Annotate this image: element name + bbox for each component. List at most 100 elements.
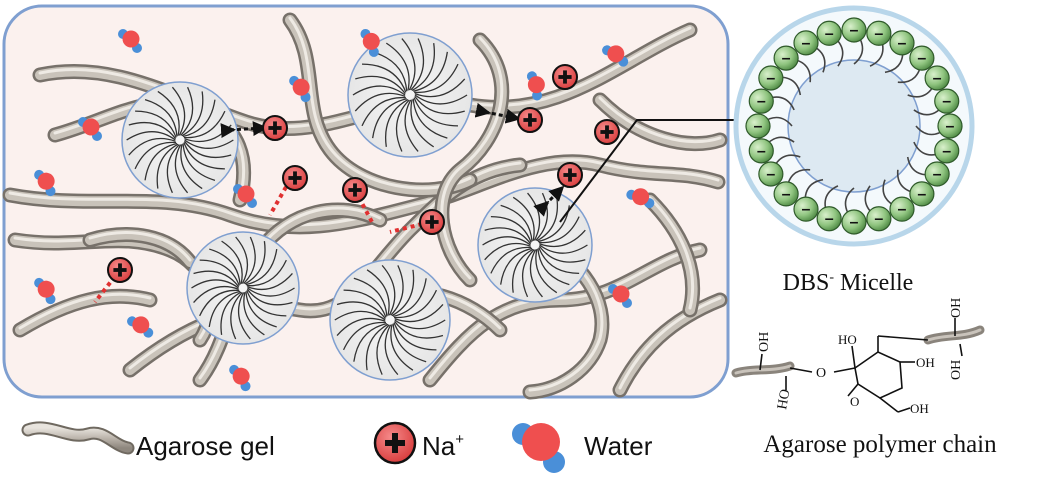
sodium-ion xyxy=(262,115,288,141)
legend-water-icon xyxy=(512,423,565,473)
polymer-o-link: O xyxy=(816,366,826,381)
surfactant-head: – xyxy=(841,17,867,43)
sodium-ions xyxy=(107,64,620,283)
ionic-bond xyxy=(268,179,292,216)
polymer-caption: Agarose polymer chain xyxy=(763,431,997,458)
surfactant-head: – xyxy=(773,181,799,207)
agarose-fiber-highlight xyxy=(88,231,192,262)
polymer-oh-1: OH xyxy=(757,332,772,352)
negative-charge: – xyxy=(782,50,791,67)
surfactant-head: – xyxy=(937,113,963,139)
polymer-chain-structure: OH HO O HO O OH OH OH OH xyxy=(731,298,985,416)
surfactant-head: – xyxy=(866,206,892,232)
water-molecule xyxy=(526,71,545,101)
surfactant-head: – xyxy=(816,20,842,46)
exchange-arrow xyxy=(474,102,521,124)
polymer-o-ring: O xyxy=(850,394,859,409)
water-molecule xyxy=(118,29,142,53)
ionic-links xyxy=(93,179,431,304)
water-molecule xyxy=(229,364,251,392)
negative-charge: – xyxy=(898,201,907,218)
surfactant-head: – xyxy=(745,113,771,139)
water-molecules xyxy=(34,28,655,392)
legend-gel-swatch xyxy=(21,421,135,455)
legend-water-label: Water xyxy=(584,431,653,461)
sodium-ion xyxy=(107,257,133,283)
sodium-ion xyxy=(594,119,620,145)
negative-charge: – xyxy=(757,93,766,110)
negative-charge: – xyxy=(766,70,775,87)
sodium-ion xyxy=(552,64,578,90)
water-molecule xyxy=(34,277,56,305)
surfactant-head: – xyxy=(793,30,819,56)
surfactant-head: – xyxy=(889,30,915,56)
gel-micelle xyxy=(121,81,239,199)
water-molecule xyxy=(78,117,102,141)
negative-charge: – xyxy=(802,35,811,52)
polymer-oh-3: OH xyxy=(910,401,929,416)
legend-gel-label: Agarose gel xyxy=(136,431,275,461)
negative-charge: – xyxy=(933,166,942,183)
negative-charge: – xyxy=(898,35,907,52)
agarose-fiber-highlight xyxy=(618,296,722,390)
surfactant-head: – xyxy=(841,209,867,235)
polymer-ho-2: HO xyxy=(838,332,857,347)
surfactant-head: – xyxy=(758,161,784,187)
negative-charge: – xyxy=(766,166,775,183)
gel-micelle xyxy=(347,32,473,158)
negative-charge: – xyxy=(946,118,955,135)
negative-charge: – xyxy=(933,70,942,87)
polymer-ho-1: HO xyxy=(775,388,793,411)
water-molecule xyxy=(608,284,632,308)
water-molecule xyxy=(626,188,655,209)
agarose-fiber-highlight xyxy=(428,246,702,380)
negative-charge: – xyxy=(802,201,811,218)
ionic-bond xyxy=(353,189,374,223)
water-molecule xyxy=(233,184,257,208)
sodium-ion xyxy=(342,177,368,203)
surfactant-head: – xyxy=(773,45,799,71)
water-molecule xyxy=(34,169,56,197)
surfactant-head: – xyxy=(889,196,915,222)
sodium-ion xyxy=(557,162,583,188)
sodium-ion xyxy=(517,107,543,133)
negative-charge: – xyxy=(942,143,951,160)
exchange-arrows xyxy=(220,102,565,217)
surfactant-head: – xyxy=(934,138,960,164)
surfactant-head: – xyxy=(793,196,819,222)
water-molecule xyxy=(289,75,311,103)
negative-charge: – xyxy=(825,25,834,42)
legend-sodium-icon xyxy=(373,421,417,465)
exchange-arrow xyxy=(220,121,268,139)
gel-micelle xyxy=(477,187,593,303)
gel-micelle xyxy=(329,259,451,381)
negative-charge: – xyxy=(917,50,926,67)
negative-charge: – xyxy=(917,186,926,203)
legend: Agarose gel Na+ Water xyxy=(21,421,653,473)
water-molecule xyxy=(360,28,380,57)
water-molecule xyxy=(127,316,154,338)
agarose-fiber-highlight xyxy=(598,96,722,144)
polymer-oh-4: OH xyxy=(949,298,964,318)
surfactant-head: – xyxy=(924,65,950,91)
agarose-fiber xyxy=(5,156,723,232)
surfactant-head: – xyxy=(909,181,935,207)
agarose-fiber-highlight xyxy=(288,16,472,190)
surfactant-head: – xyxy=(758,65,784,91)
negative-charge: – xyxy=(754,118,763,135)
surfactant-head: – xyxy=(924,161,950,187)
surfactant-head: – xyxy=(934,88,960,114)
water-molecule xyxy=(602,45,629,67)
exchange-arrow xyxy=(533,185,565,217)
dbs-micelle-detail: –––––––––––––––––––––––– xyxy=(733,5,975,247)
agarose-fiber-highlight xyxy=(8,158,720,227)
ionic-bond xyxy=(93,268,122,304)
negative-charge: – xyxy=(757,143,766,160)
sodium-ion xyxy=(419,209,445,235)
sodium-ion xyxy=(282,165,308,191)
agarose-fiber-highlight xyxy=(440,36,504,280)
surfactant-head: – xyxy=(748,88,774,114)
gel-micelle xyxy=(186,231,300,345)
agarose-fiber xyxy=(15,291,155,335)
